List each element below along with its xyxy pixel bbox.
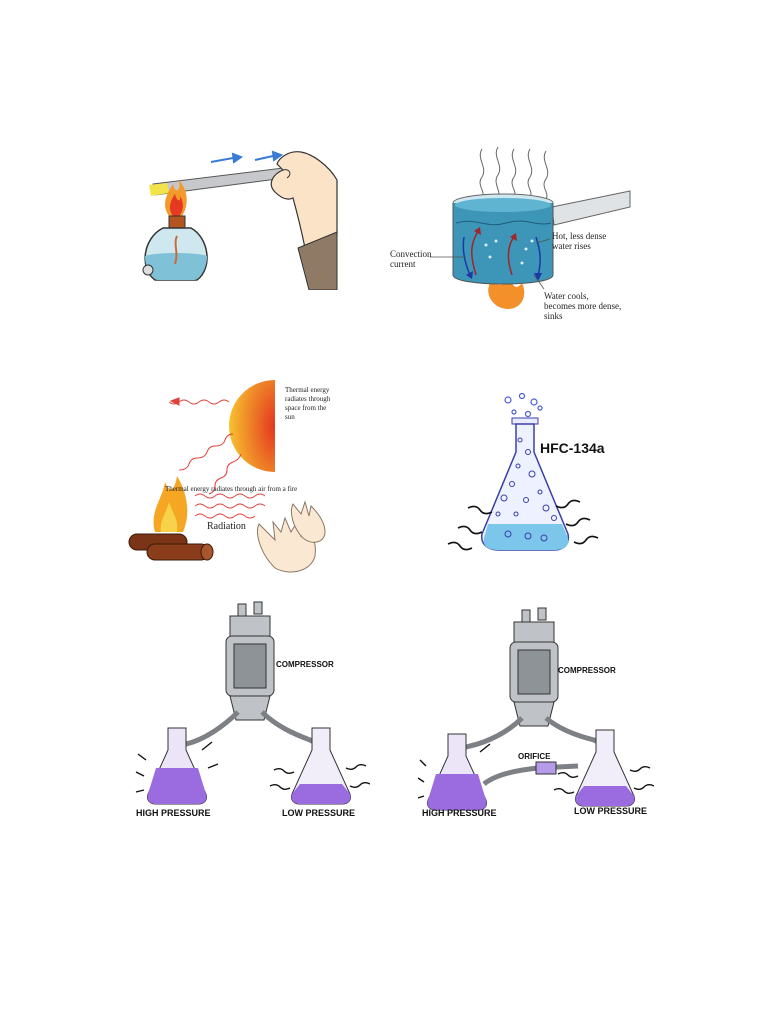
boiling-flask-diagram: HFC-134a: [428, 388, 618, 558]
high-pressure-label: HIGH PRESSURE: [136, 808, 211, 818]
radiation-diagram: Thermal energy radiates through space fr…: [125, 372, 350, 577]
high-pressure-flask-icon: [427, 733, 487, 811]
alcohol-burner-icon: [142, 215, 208, 281]
low-pressure-label: LOW PRESSURE: [282, 808, 356, 818]
refrigerant-tube-icon: [453, 716, 609, 787]
hand-icon: [257, 500, 326, 573]
hand-icon: [270, 151, 338, 290]
compressor-label: COMPRESSOR: [558, 666, 616, 675]
low-pressure-flask-icon: [291, 727, 351, 805]
bubble-icon: [484, 239, 534, 265]
high-pressure-flask-icon: [147, 727, 207, 805]
cool-water-label: Water cools, becomes more dense, sinks: [544, 291, 622, 321]
flame-icon: [488, 279, 525, 309]
heat-line-icon: [553, 766, 654, 794]
pot-icon: [452, 193, 554, 285]
heat-line-icon: [269, 764, 370, 790]
heat-line-icon: [447, 499, 599, 551]
orifice-label: ORIFICE: [518, 752, 551, 761]
bubble-icon: [504, 392, 543, 418]
bubble-icon: [495, 437, 557, 542]
fire-radiation-label: Thermal energy radiates through air from…: [165, 485, 298, 493]
heat-flow-arrow-icon: [210, 150, 284, 164]
refrigeration-system-orifice-diagram: COMPRESSOR ORIFICE HIGH PRESSURE LOW PRE…: [418, 606, 654, 828]
radiation-wave-icon: [194, 493, 266, 519]
refrigeration-system-diagram: COMPRESSOR HIGH PRESSURE LOW PRESSURE: [134, 600, 370, 822]
low-pressure-label: LOW PRESSURE: [574, 806, 648, 816]
metal-rod-icon: [149, 167, 286, 196]
sun-icon: [229, 380, 275, 472]
radiation-label: Radiation: [207, 521, 246, 532]
compressor-label: COMPRESSOR: [276, 660, 334, 669]
campfire-icon: [128, 476, 214, 561]
high-pressure-label: HIGH PRESSURE: [422, 808, 497, 818]
radiation-wave-icon: [168, 397, 242, 495]
pot-handle: [551, 190, 631, 226]
convection-arrow-icon: [462, 227, 542, 281]
convection-diagram: Convection current Hot, less dense water…: [386, 145, 634, 325]
compressor-icon: [509, 607, 559, 727]
convection-current-label: Convection current: [390, 249, 432, 269]
sun-radiation-label: Thermal energy radiates through space fr…: [285, 386, 331, 421]
flame-icon: [165, 180, 187, 218]
heat-arrow-icon: [135, 741, 219, 793]
heat-arrow-icon: [418, 743, 491, 799]
conduction-diagram: [133, 140, 338, 290]
erlenmeyer-flask-icon: [480, 417, 570, 551]
low-pressure-flask-icon: [575, 729, 635, 807]
refrigerant-label: HFC-134a: [540, 440, 605, 456]
hot-water-label: Hot, less dense water rises: [552, 231, 607, 251]
orifice-icon: [535, 761, 557, 775]
compressor-icon: [225, 601, 275, 721]
steam-icon: [479, 146, 549, 200]
